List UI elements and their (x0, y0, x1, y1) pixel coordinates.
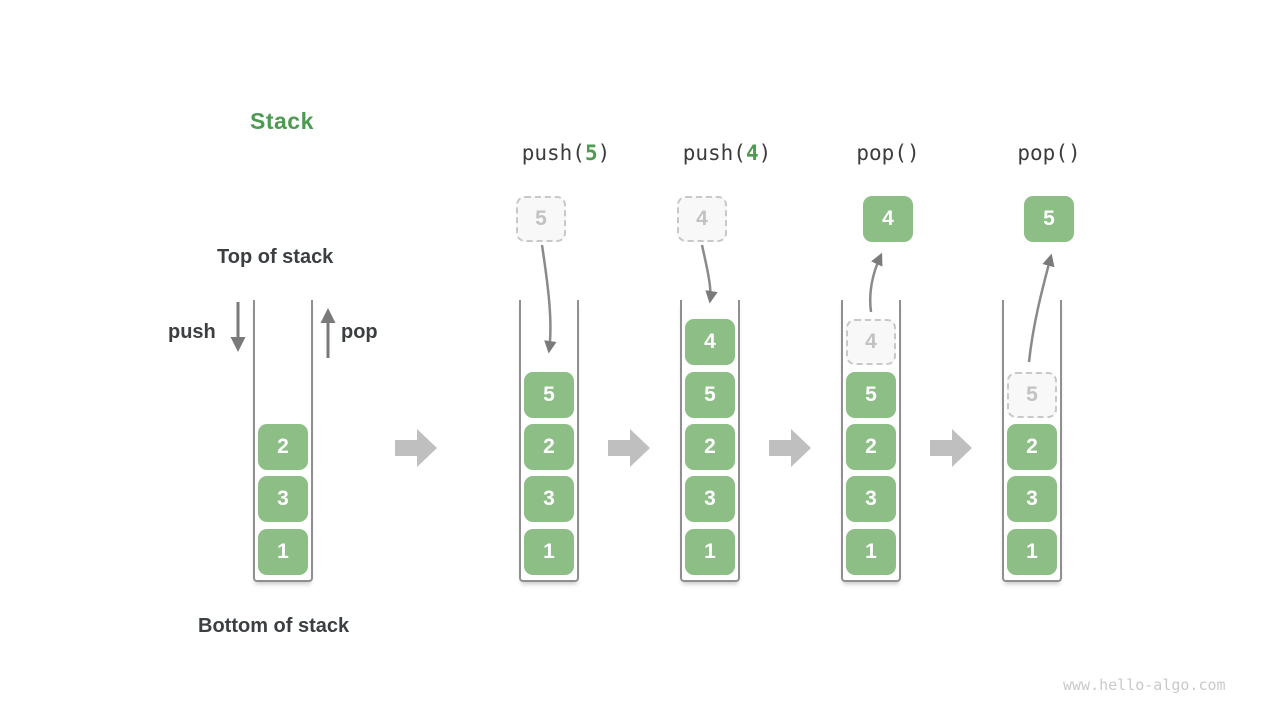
op-arg: 5 (584, 141, 598, 165)
bottom-of-stack-label: Bottom of stack (198, 615, 350, 637)
stack-block: 2 (846, 424, 896, 470)
push-label: push (168, 321, 216, 343)
stack-block: 3 (846, 476, 896, 522)
stack-block: 2 (258, 424, 308, 470)
floating-ghost-block: 4 (677, 196, 727, 242)
op-text: ) (758, 141, 772, 165)
op-text: ) (597, 141, 611, 165)
op-label-after-pop-4: pop() (856, 141, 919, 165)
stack-block: 1 (524, 529, 574, 575)
stack-container-after-push-5 (519, 300, 579, 582)
stack-block: 1 (846, 529, 896, 575)
stack-container-after-push-4 (680, 300, 740, 582)
stack-block: 4 (685, 319, 735, 365)
stack-container-after-pop-4 (841, 300, 901, 582)
op-label-after-push-4: push(4) (683, 141, 772, 165)
stack-block: 5 (846, 372, 896, 418)
op-arg: 4 (745, 141, 759, 165)
stack-container-initial (253, 300, 313, 582)
op-text: pop() (856, 141, 920, 165)
popped-slot-ghost: 5 (1007, 372, 1057, 418)
stack-block: 3 (524, 476, 574, 522)
diagram-title: Stack (250, 108, 314, 134)
stack-block: 3 (258, 476, 308, 522)
pop-label: pop (341, 321, 378, 343)
stack-block: 2 (685, 424, 735, 470)
stack-container-after-pop-5 (1002, 300, 1062, 582)
stack-block: 3 (1007, 476, 1057, 522)
top-of-stack-label: Top of stack (217, 246, 334, 268)
floating-ghost-block: 5 (516, 196, 566, 242)
op-text: pop() (1017, 141, 1081, 165)
op-text: push( (682, 141, 746, 165)
popped-slot-ghost: 4 (846, 319, 896, 365)
op-text: push( (521, 141, 585, 165)
stack-block: 5 (685, 372, 735, 418)
stack-block: 1 (258, 529, 308, 575)
floating-popped-block: 5 (1024, 196, 1074, 242)
stack-block: 1 (685, 529, 735, 575)
floating-popped-block: 4 (863, 196, 913, 242)
stack-block: 2 (524, 424, 574, 470)
stack-block: 3 (685, 476, 735, 522)
watermark: www.hello-algo.com (1063, 676, 1226, 694)
stack-block: 1 (1007, 529, 1057, 575)
stack-block: 2 (1007, 424, 1057, 470)
op-label-after-push-5: push(5) (522, 141, 611, 165)
op-label-after-pop-5: pop() (1017, 141, 1080, 165)
stack-block: 5 (524, 372, 574, 418)
